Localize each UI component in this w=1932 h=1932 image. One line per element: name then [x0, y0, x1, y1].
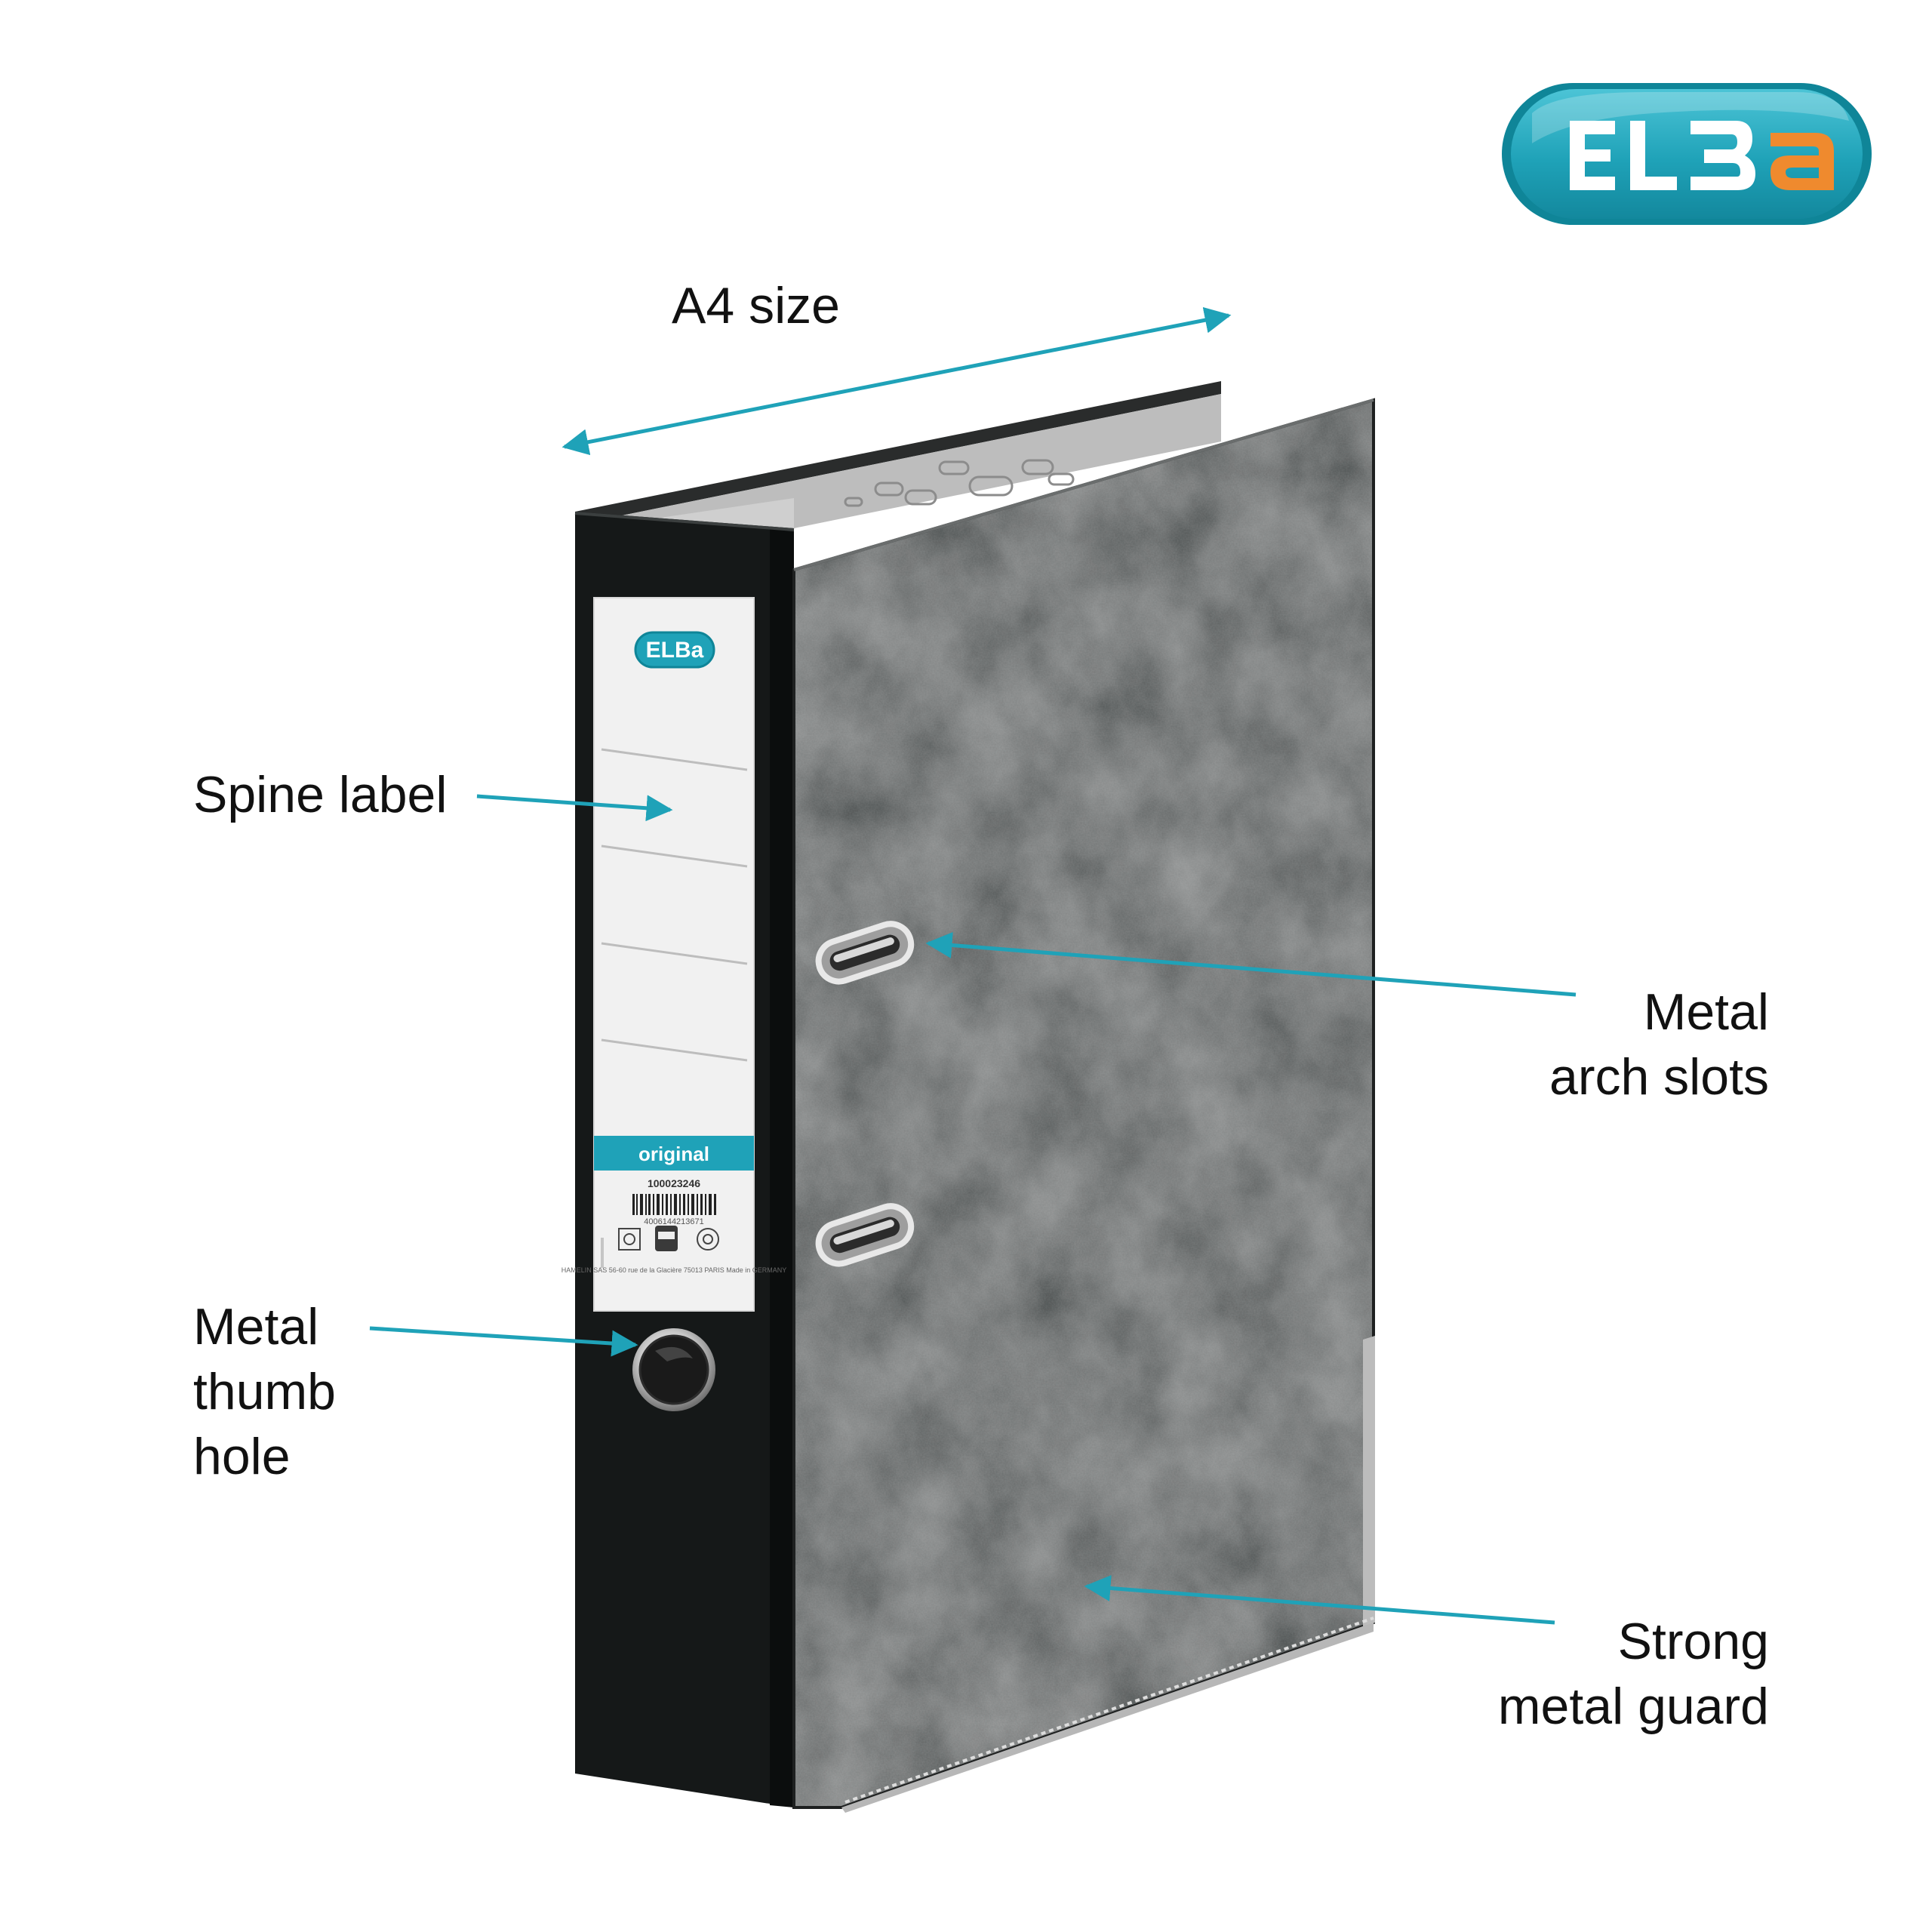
thumb-ring-icon	[632, 1328, 715, 1411]
arch-slot-icon	[815, 921, 915, 985]
elba-logo	[1502, 83, 1872, 225]
metal-guard	[841, 1617, 1374, 1813]
svg-text:ELBa: ELBa	[646, 638, 704, 663]
label-barcode-digits: 4006144213671	[644, 1217, 704, 1226]
arch-slot-icon-lower	[815, 1203, 915, 1267]
callout-thumb-hole: Metal thumb hole	[193, 1298, 336, 1485]
callout-a4-size: A4 size	[672, 277, 840, 334]
thumb-hole-arrow	[369, 1326, 638, 1357]
callout-spine-label: Spine label	[193, 766, 448, 823]
inner-edge-logos	[844, 459, 1075, 507]
metal-guard-arrow	[1084, 1574, 1555, 1625]
callout-arrows	[369, 306, 1577, 1625]
callout-arch-slots: Metal arch slots	[1549, 983, 1769, 1106]
barcode-icon	[632, 1194, 716, 1215]
a4-size-arrow	[561, 306, 1232, 456]
callout-metal-guard: Strong metal guard	[1497, 1613, 1769, 1735]
recycle-icon	[618, 1226, 719, 1251]
marble-cover	[794, 400, 1374, 1807]
label-fine-print: HAMELIN SAS 56-60 rue de la Glacière 750…	[561, 1266, 786, 1274]
label-strip-text: original	[638, 1143, 709, 1165]
label-elba-logo: ELBa	[634, 631, 715, 669]
label-code: 100023246	[648, 1177, 700, 1189]
spine-label: ELBa original 100023246 400614421367	[561, 597, 786, 1312]
lever-arch-file: ELBa original 100023246 400614421367	[561, 381, 1375, 1813]
arch-slots-arrow	[925, 932, 1577, 997]
spine-label-arrow	[476, 794, 673, 822]
